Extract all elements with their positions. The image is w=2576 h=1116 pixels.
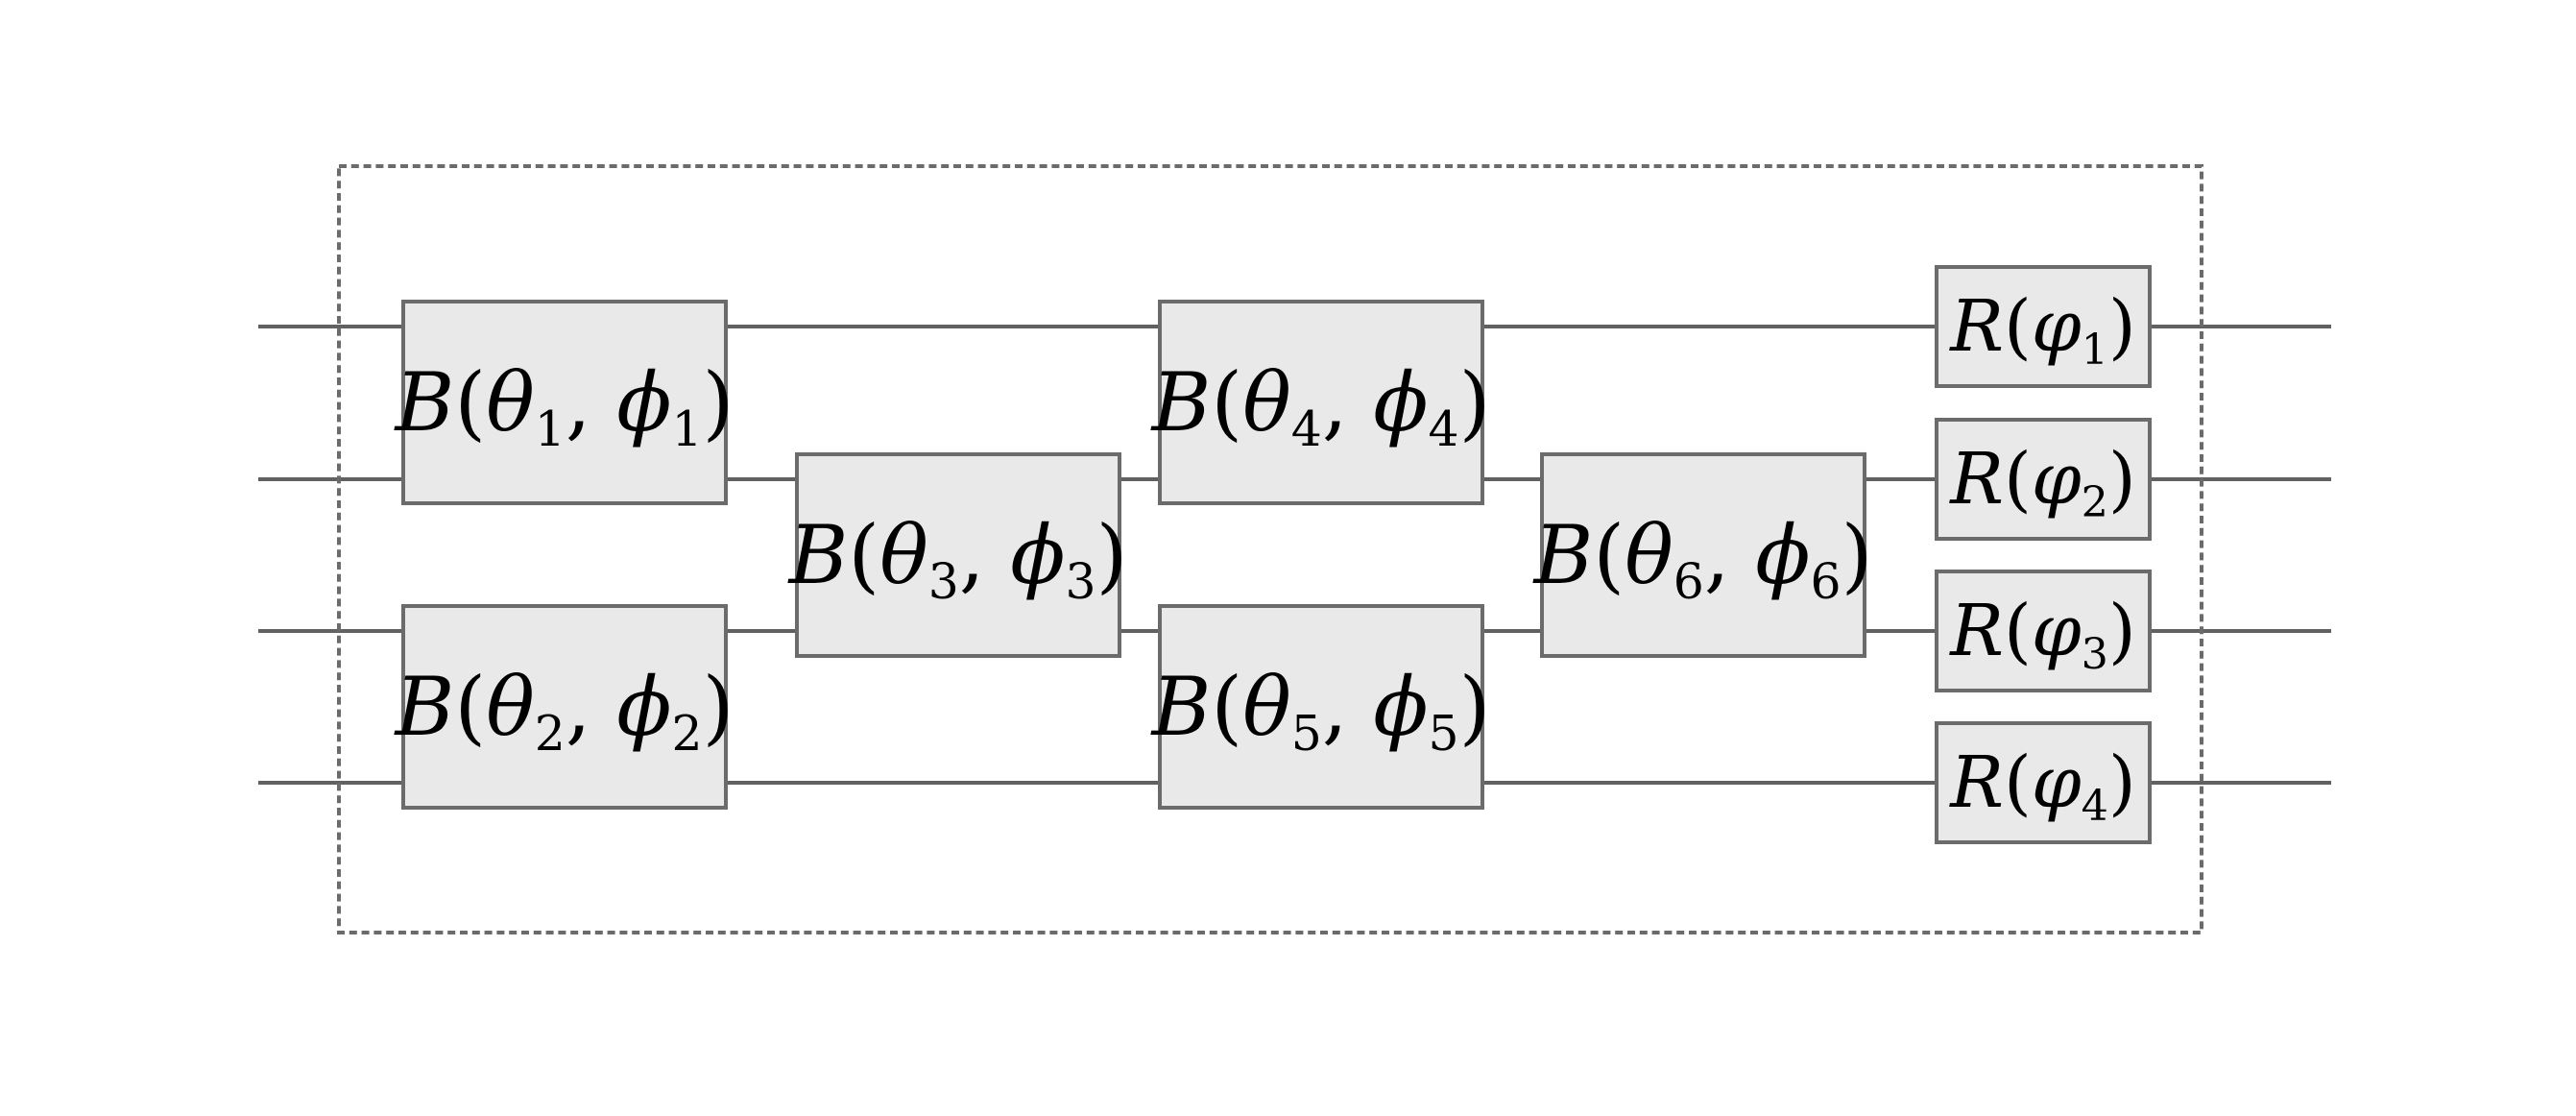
gate-r1: R(φ1) bbox=[1935, 265, 2152, 388]
gate-label: R(φ1) bbox=[1950, 285, 2136, 376]
gate-b6: B(θ6, ϕ6) bbox=[1534, 452, 1872, 658]
gate-label: R(φ4) bbox=[1950, 741, 2136, 832]
gate-label: B(θ5, ϕ5) bbox=[1151, 660, 1491, 763]
gate-label: R(φ2) bbox=[1950, 438, 2136, 528]
gate-label: R(φ3) bbox=[1950, 590, 2136, 680]
gate-b5: B(θ5, ϕ5) bbox=[1152, 604, 1490, 810]
gate-label: B(θ4, ϕ4) bbox=[1151, 355, 1491, 458]
gate-label: B(θ2, ϕ2) bbox=[395, 660, 734, 763]
gate-label: B(θ6, ϕ6) bbox=[1533, 508, 1873, 611]
gate-label: B(θ3, ϕ3) bbox=[788, 508, 1128, 611]
gate-b1: B(θ1, ϕ1) bbox=[396, 300, 734, 505]
gate-label: B(θ1, ϕ1) bbox=[395, 355, 734, 458]
gate-r4: R(φ4) bbox=[1935, 721, 2152, 844]
gate-b2: B(θ2, ϕ2) bbox=[396, 604, 734, 810]
dashed-boundary-box bbox=[337, 164, 2203, 934]
gate-b4: B(θ4, ϕ4) bbox=[1152, 300, 1490, 505]
gate-r3: R(φ3) bbox=[1935, 570, 2152, 692]
gate-r2: R(φ2) bbox=[1935, 418, 2152, 541]
gate-b3: B(θ3, ϕ3) bbox=[789, 452, 1127, 658]
